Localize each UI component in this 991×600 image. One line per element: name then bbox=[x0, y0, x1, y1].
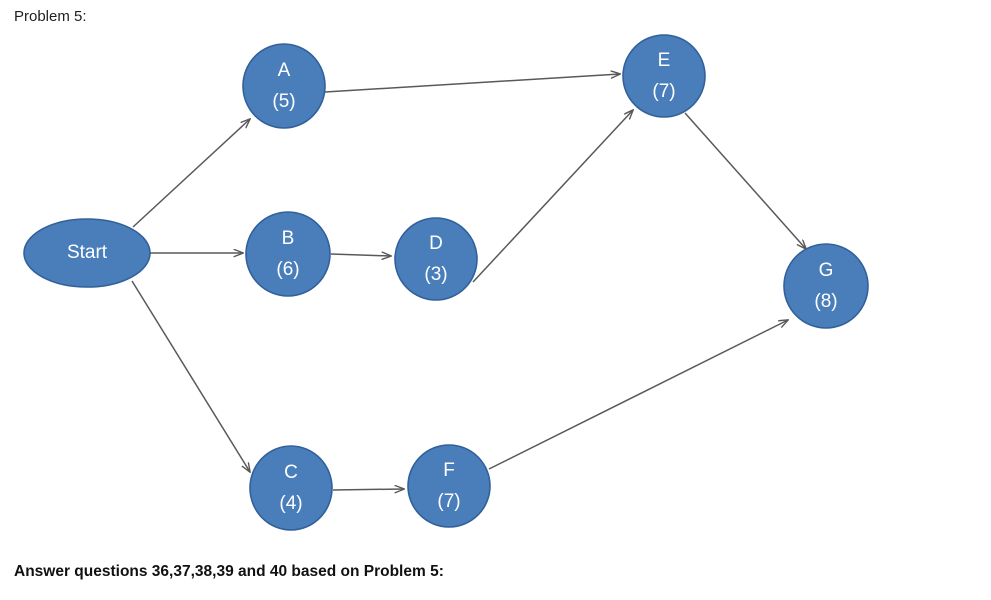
node-a[interactable]: A (5) bbox=[242, 43, 326, 129]
node-duration-f: (7) bbox=[437, 491, 460, 512]
node-shape-g bbox=[783, 243, 869, 329]
node-label-f: F bbox=[443, 460, 455, 481]
node-duration-a: (5) bbox=[272, 91, 295, 112]
node-shape-a bbox=[242, 43, 326, 129]
edge-e-to-g bbox=[684, 112, 806, 249]
node-label-b: B bbox=[282, 228, 295, 249]
node-layer: Start A (5) B (6) C (4) D (3) E (7) F (7) G (8) bbox=[23, 34, 869, 531]
edge-f-to-g bbox=[488, 320, 788, 470]
node-g[interactable]: G (8) bbox=[783, 243, 869, 329]
node-shape-start bbox=[23, 218, 151, 288]
node-b[interactable]: B (6) bbox=[245, 211, 331, 297]
node-shape-c bbox=[249, 445, 333, 531]
node-label-g: G bbox=[819, 260, 834, 281]
node-d[interactable]: D (3) bbox=[394, 217, 478, 301]
edge-c-to-f bbox=[332, 489, 404, 490]
node-c[interactable]: C (4) bbox=[249, 445, 333, 531]
node-e[interactable]: E (7) bbox=[622, 34, 706, 118]
edge-start-to-c bbox=[131, 280, 250, 472]
node-start[interactable]: Start bbox=[23, 218, 151, 288]
node-shape-f bbox=[407, 444, 491, 528]
node-shape-d bbox=[394, 217, 478, 301]
node-duration-g: (8) bbox=[814, 291, 837, 312]
node-label-start: Start bbox=[67, 242, 108, 263]
node-shape-b bbox=[245, 211, 331, 297]
node-duration-c: (4) bbox=[279, 493, 302, 514]
node-duration-e: (7) bbox=[652, 81, 675, 102]
edge-a-to-e bbox=[324, 74, 620, 93]
edge-d-to-e bbox=[472, 110, 633, 283]
edge-layer bbox=[131, 74, 806, 490]
node-duration-d: (3) bbox=[424, 264, 447, 285]
edge-start-to-a bbox=[132, 119, 250, 228]
node-label-d: D bbox=[429, 233, 443, 254]
edge-b-to-d bbox=[330, 254, 391, 256]
page-title: Problem 5: bbox=[14, 8, 87, 25]
footer-instruction: Answer questions 36,37,38,39 and 40 base… bbox=[14, 563, 444, 580]
node-f[interactable]: F (7) bbox=[407, 444, 491, 528]
node-duration-b: (6) bbox=[276, 259, 299, 280]
node-label-e: E bbox=[658, 50, 671, 71]
node-shape-e bbox=[622, 34, 706, 118]
node-label-a: A bbox=[278, 60, 291, 81]
node-label-c: C bbox=[284, 462, 298, 483]
